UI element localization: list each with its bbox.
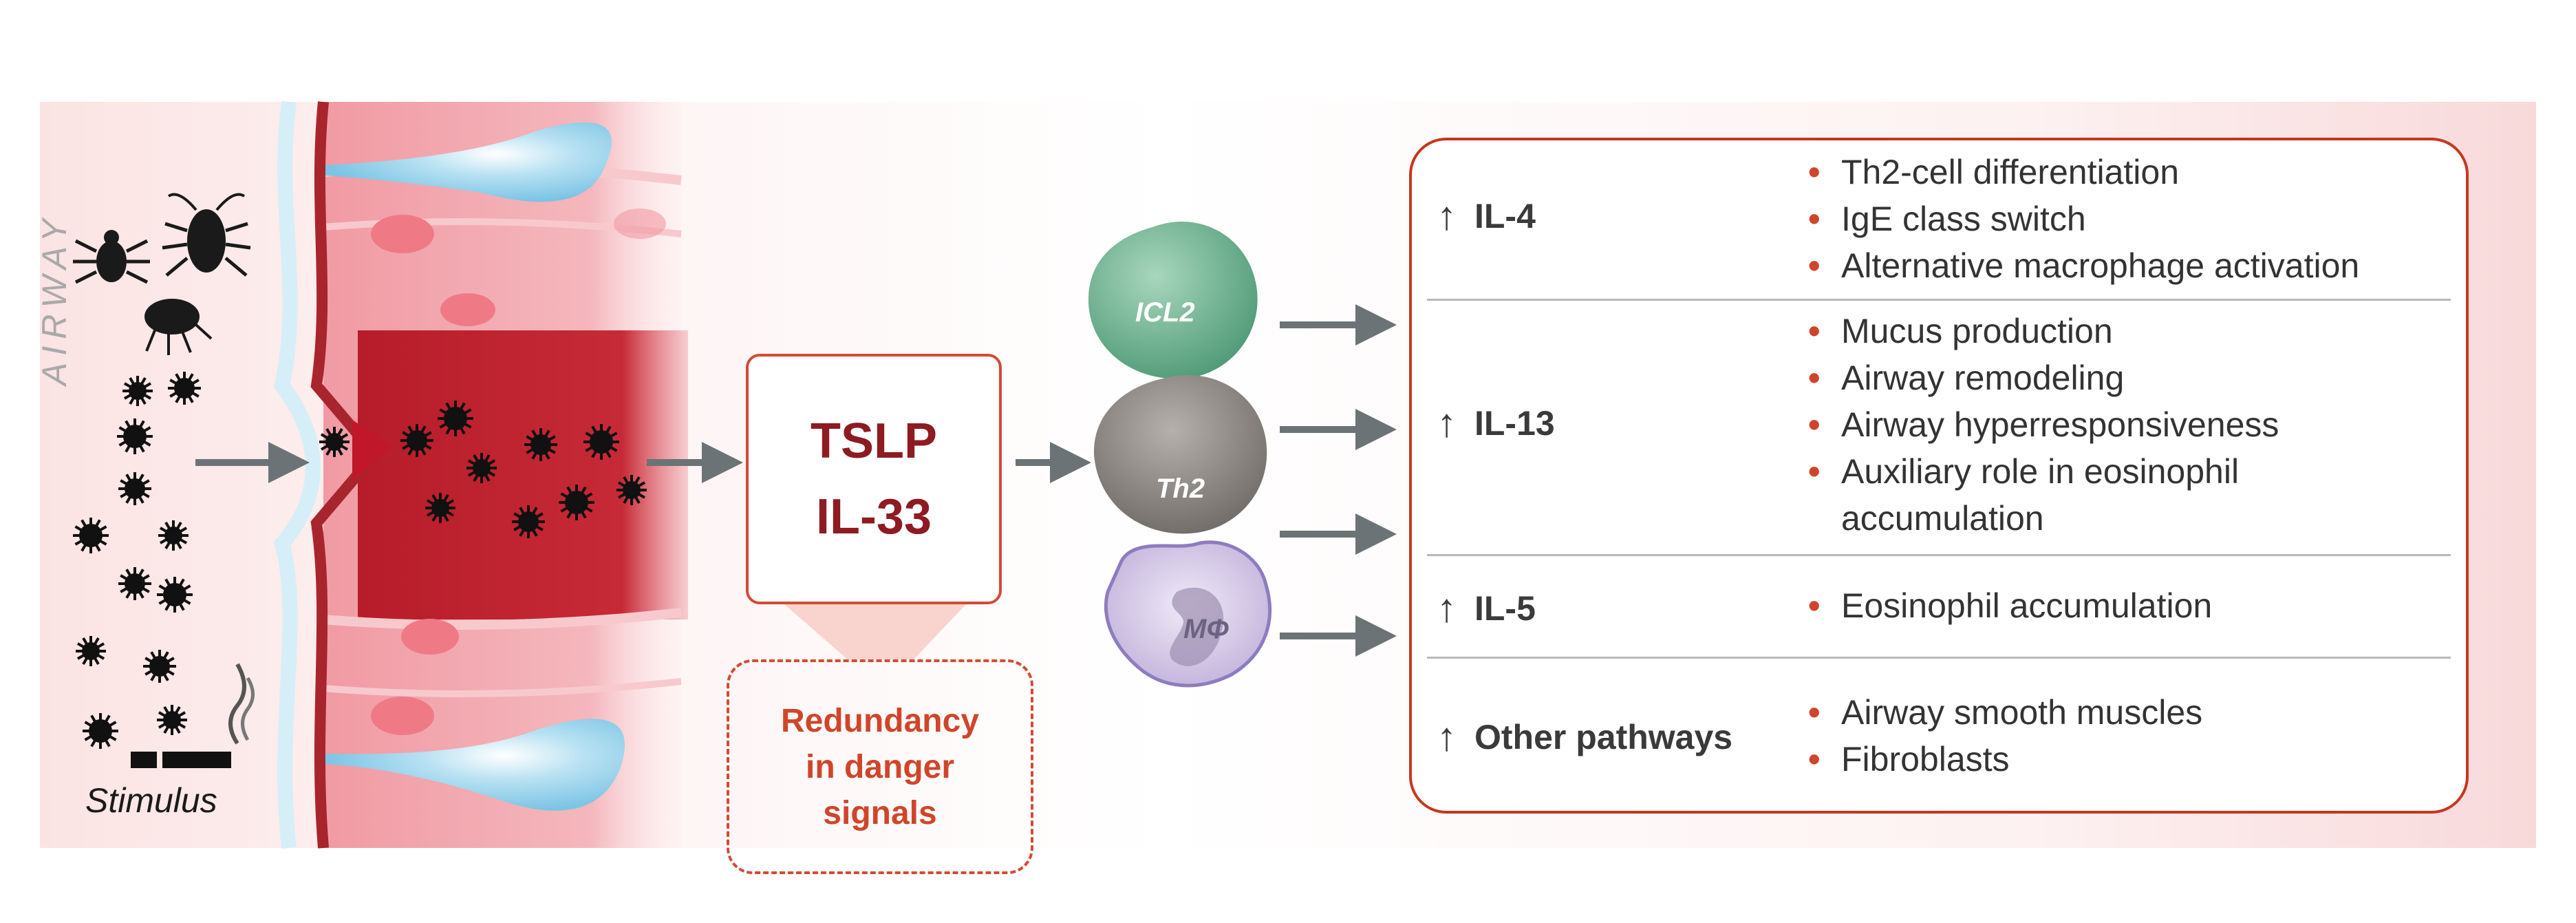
particle-icon: [466, 453, 497, 483]
macrophage-cell: [1104, 540, 1272, 688]
th2-label: Th2: [1156, 474, 1205, 504]
tslp-label: TSLP: [810, 414, 937, 469]
effect-item: •Fibroblasts: [1808, 740, 2010, 778]
stimulus-label: Stimulus: [85, 781, 217, 820]
cytokine-label: Other pathways: [1474, 717, 1733, 756]
effect-item-continuation: accumulation: [1841, 499, 2044, 538]
tick-icon: [73, 230, 150, 284]
cytokine-name: ↑ IL-4: [1437, 193, 1536, 239]
particle-icon: [168, 372, 201, 405]
particle-icon: [76, 636, 106, 666]
particle-icon: [157, 577, 193, 613]
effect-item: •Th2-cell differentiation: [1808, 153, 2180, 191]
up-arrow-icon: ↑: [1437, 586, 1457, 630]
particle-icon: [73, 518, 109, 553]
particle-icon: [425, 493, 455, 523]
particle-icon: [143, 650, 176, 683]
particle-icon: [158, 520, 189, 551]
cytokine-name: ↑ IL-13: [1437, 400, 1555, 446]
effect-list: •Eosinophil accumulation: [1808, 582, 2212, 629]
redundancy-line: Redundancy: [780, 702, 980, 739]
particle-icon: [583, 424, 619, 460]
redundancy-line: in danger: [805, 748, 955, 785]
cytokine-name: ↑ Other pathways: [1437, 714, 1732, 760]
effect-item: •Mucus production: [1808, 312, 2113, 350]
cytokine-label: IL-5: [1474, 588, 1536, 628]
particle-icon: [83, 713, 118, 749]
particle-icon: [524, 428, 557, 461]
particle-icon: [319, 427, 350, 457]
particle-icon: [157, 705, 187, 735]
il33-label: IL-33: [815, 489, 932, 544]
effect-list: •Th2-cell differentiation •IgE class swi…: [1808, 149, 2359, 289]
effect-item: •Airway remodeling: [1808, 359, 2125, 397]
icl2-cell: [1088, 221, 1258, 379]
cytokine-label: IL-13: [1474, 403, 1555, 443]
th2-cell: [1093, 374, 1267, 534]
up-arrow-icon: ↑: [1437, 401, 1457, 445]
row-divider: [1427, 554, 2451, 556]
particle-icon: [400, 424, 433, 457]
effect-item: •Alternative macrophage activation: [1808, 246, 2360, 285]
cockroach-icon: [162, 193, 251, 277]
cytokine-row-il4: ↑ IL-4 •Th2-cell differentiation •IgE cl…: [1412, 140, 2466, 299]
cigarette-icon: [131, 752, 231, 768]
particle-icon: [118, 472, 151, 505]
row-divider: [1427, 299, 2451, 301]
cytokine-row-il13: ↑ IL-13 •Mucus production •Airway remode…: [1412, 301, 2466, 554]
cytokine-name: ↑ IL-5: [1437, 585, 1536, 631]
particle-icon: [438, 401, 473, 436]
effect-item: •IgE class switch: [1808, 200, 2086, 238]
redundancy-line: signals: [823, 794, 937, 831]
immune-cells: [1088, 221, 1272, 688]
up-arrow-icon: ↑: [1437, 714, 1457, 759]
cytokine-row-il5: ↑ IL-5 •Eosinophil accumulation: [1412, 556, 2466, 657]
effect-list: •Mucus production •Airway remodeling •Ai…: [1808, 308, 2279, 542]
up-arrow-icon: ↑: [1437, 193, 1457, 238]
particle-icon: [118, 567, 151, 600]
cytokine-effects-table: ↑ IL-4 •Th2-cell differentiation •IgE cl…: [1409, 138, 2469, 814]
cytokine-label: IL-4: [1474, 196, 1536, 235]
effect-item: •Airway hyperresponsiveness: [1808, 405, 2279, 444]
particle-icon: [559, 485, 594, 520]
redundancy-box: Redundancy in danger signals: [727, 659, 1033, 874]
particle-icon: [512, 505, 545, 538]
particle-icon: [122, 376, 153, 406]
icl2-label: ICL2: [1135, 297, 1195, 328]
callout-connector: [784, 604, 966, 659]
cytokine-row-other: ↑ Other pathways •Airway smooth muscles …: [1412, 659, 2466, 814]
macrophage-label: MΦ: [1183, 614, 1230, 644]
effect-list: •Airway smooth muscles •Fibroblasts: [1808, 689, 2202, 783]
particle-group: [73, 372, 647, 749]
mite-icon: [144, 299, 213, 355]
particle-icon: [117, 418, 153, 454]
effect-item: •Auxiliary role in eosinophil: [1808, 452, 2240, 491]
smoke-icon: [228, 663, 255, 745]
row-divider: [1427, 657, 2451, 659]
airway-label: AIRWAY: [35, 212, 74, 385]
effect-item: •Eosinophil accumulation: [1808, 586, 2213, 625]
effect-item: •Airway smooth muscles: [1808, 693, 2203, 732]
stimulus-icons: [73, 193, 647, 768]
particle-icon: [616, 475, 647, 505]
tslp-il33-box: TSLP IL-33: [746, 354, 1002, 604]
